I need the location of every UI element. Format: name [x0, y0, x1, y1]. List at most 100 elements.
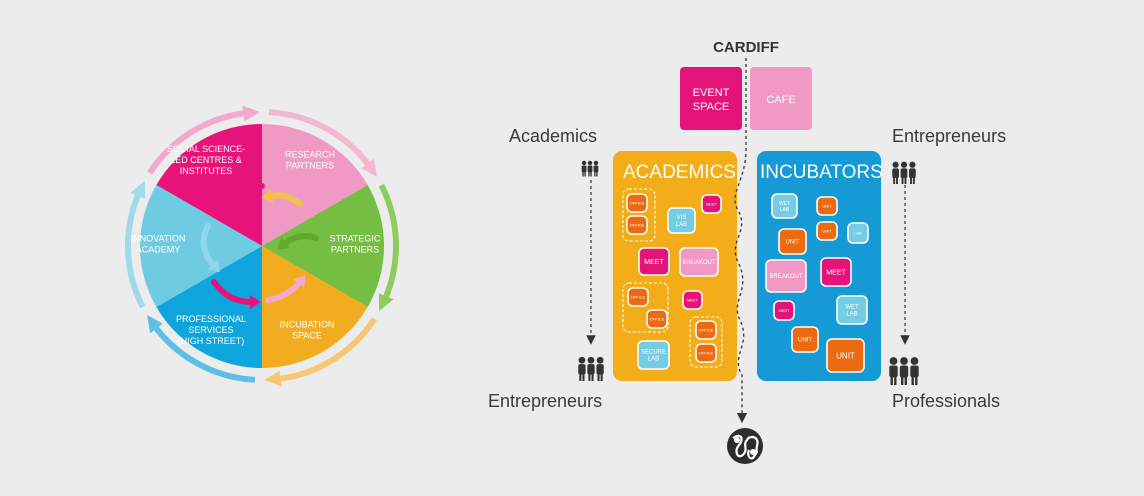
ring-arc-professional [154, 326, 256, 383]
wheel-label-professional-line1: PROFESSIONAL [176, 314, 246, 324]
office-room-6: OFFICE [695, 343, 717, 363]
meet-room-small-text: MEET [706, 201, 718, 206]
office-cluster-1 [622, 188, 656, 242]
event-space-line2: SPACE [693, 101, 729, 113]
people-icon-professionals [889, 357, 919, 385]
office-room-4-text: OFFICE [650, 316, 665, 321]
wet-lab-room-1-text: LAB [780, 207, 790, 213]
meet-room: MEET [638, 247, 670, 276]
inner-arrowhead-2 [261, 188, 274, 203]
inner-arrowhead-4 [293, 275, 306, 288]
wheel-label-innovation-line2: ACADEMY [136, 245, 181, 255]
meet-room-text: MEET [644, 259, 664, 266]
unit-room-2-text: UNIT [798, 338, 812, 344]
people-icon-entrepreneurs-right [892, 161, 916, 184]
wheel-label-innovation-line1: INNOVATION [131, 234, 186, 244]
incubators-title: INCUBATORS [760, 162, 883, 183]
unit-room-small-1: UNIT [816, 196, 838, 216]
ring-arc-research [268, 109, 370, 166]
inner-arrowhead-1 [217, 208, 232, 221]
inner-arrow-2 [267, 192, 303, 207]
vis-lab-room-text: VIS [677, 215, 687, 221]
inner-arrow-3 [281, 233, 319, 247]
meet-room-incu-text: MEET [826, 269, 846, 276]
ring-arrowhead-research [361, 158, 377, 177]
meet-room-small-2-text: MEET [687, 297, 699, 302]
meet-room-incu: MEET [820, 257, 852, 287]
unit-room-1-text: UNIT [786, 240, 800, 246]
secure-lab-room-text: SECURE [641, 350, 666, 356]
office-room-5-text: OFFICE [699, 327, 714, 332]
wheel-label-research-line1: RESEARCH [285, 150, 335, 160]
office-room-2: OFFICE [626, 215, 648, 235]
ring-arrowhead-incubation [264, 370, 282, 387]
inner-arrow-1 [221, 183, 265, 215]
academics-title: ACADEMICS [623, 162, 736, 183]
people-icon-entrepreneurs-left [578, 356, 604, 381]
unit-room-small-2-text: UNIT [822, 228, 832, 233]
office-room-4: OFFICE [646, 309, 668, 329]
right-bottom-label: Professionals [892, 391, 1000, 411]
breakout-room-incu: BREAKOUT [765, 259, 807, 293]
wheel-label-social-line2: LED CENTRES & [170, 155, 242, 165]
office-cluster-3 [689, 316, 723, 368]
cafe-label: CAFE [766, 94, 795, 106]
wet-lab-room-1-text: WET [779, 201, 790, 207]
cardiff-map: CARDIFF EVENT SPACE CAFE ACADEMICS OFFIC… [488, 39, 1006, 464]
wheel-label-incubation-line2: SPACE [292, 331, 322, 341]
office-room-5: OFFICE [695, 320, 717, 340]
meet-room-small: MEET [701, 194, 722, 214]
inner-arrow-4 [265, 279, 303, 303]
office-cluster-2 [622, 282, 669, 333]
inner-arrow-5 [211, 279, 255, 305]
innovation-wheel: SOCIAL SCIENCE-LED CENTRES &INSTITUTESRE… [125, 105, 399, 387]
wet-lab-room-2-text: WET [845, 305, 859, 311]
unit-room-1: UNIT [778, 228, 807, 255]
wheel-label-incubation-line1: INCUBATION [280, 320, 335, 330]
event-space-line1: EVENT [693, 87, 730, 99]
left-bottom-label: Entrepreneurs [488, 391, 602, 411]
outer-cycle-arrows [125, 105, 399, 387]
wheel-label-strategic-line1: STRATEGIC [330, 234, 381, 244]
unit-room-3-text: UNIT [836, 351, 855, 360]
unit-room-2: UNIT [791, 326, 819, 353]
cafe-block: CAFE [750, 67, 812, 130]
wheel-segment-strategic [262, 185, 384, 307]
vis-lab-room-text: LAB [676, 222, 687, 228]
wheel-segment-social [156, 124, 262, 246]
wheel-label-social-line3: INSTITUTES [180, 166, 233, 176]
secure-lab-room-text: LAB [648, 357, 659, 363]
unit-room-small-2: UNIT [816, 221, 838, 241]
unit-room-small-1-text: UNIT [822, 203, 832, 208]
ring-arc-incubation [280, 317, 377, 382]
inner-arrowhead-6 [207, 259, 221, 273]
right-top-label: Entrepreneurs [892, 126, 1006, 146]
wheel-label-professional-line3: (HIGH STREET) [178, 336, 245, 346]
office-room-1: OFFICE [626, 193, 648, 213]
left-top-label: Academics [509, 126, 597, 146]
lab-room: LAB [847, 222, 869, 244]
ring-arc-strategic [378, 183, 399, 298]
meet-room-small-incu-text: MEET [778, 308, 790, 313]
people-icon-academics [581, 160, 599, 177]
people-icons [578, 160, 919, 385]
ring-arc-innovation [125, 194, 146, 309]
wheel-segment-incubation [262, 246, 368, 368]
wheel-segment-professional [156, 246, 262, 368]
breakout-room-text: BREAKOUT [682, 260, 715, 266]
office-room-1-text: OFFICE [630, 200, 645, 205]
wheel-label-research-line2: PARTNERS [286, 161, 334, 171]
unit-room-3: UNIT [826, 338, 865, 373]
office-room-6-text: OFFICE [699, 350, 714, 355]
meet-room-small-2: MEET [682, 290, 703, 310]
office-room-3-text: OFFICE [631, 294, 646, 299]
wheel-segment-research [262, 124, 368, 246]
inner-cycle-arrows [200, 183, 319, 309]
lab-room-text: LAB [854, 230, 862, 235]
